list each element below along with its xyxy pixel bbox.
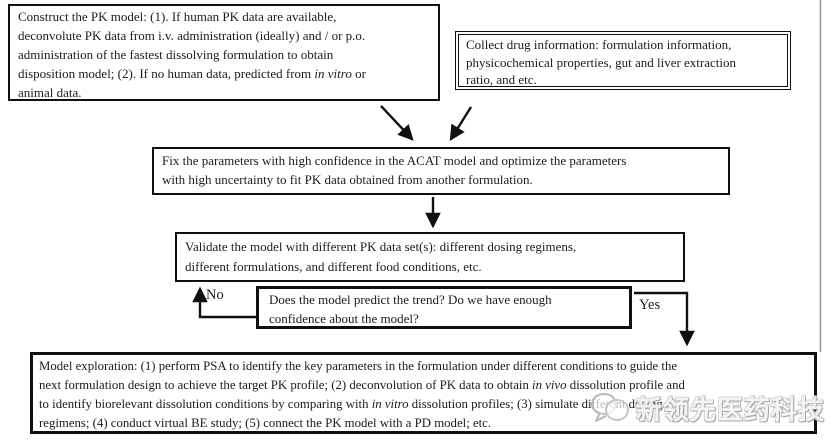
text-line: next formulation design to achieve the t…: [39, 378, 685, 392]
text-line: Construct the PK model: (1). If human PK…: [18, 9, 337, 24]
text-line: Model exploration: (1) perform PSA to id…: [39, 359, 678, 373]
text-line: Does the model predict the trend? Do we …: [269, 292, 552, 307]
text-line: disposition model; (2). If no human data…: [18, 66, 366, 81]
text-line: to identify biorelevant dissolution cond…: [39, 397, 663, 411]
text-line: confidence about the model?: [269, 311, 419, 326]
text-line: physicochemical properties, gut and live…: [466, 54, 737, 70]
text-line: with high uncertainty to fit PK data obt…: [162, 172, 533, 187]
branch-label-yes: Yes: [639, 297, 661, 313]
model-exploration-box: Model exploration: (1) perform PSA to id…: [30, 352, 817, 434]
fix-parameters-box: Fix the parameters with high confidence …: [152, 147, 730, 195]
text-line: deconvolute PK data from i.v. administra…: [18, 28, 366, 43]
text-line: Collect drug information: formulation in…: [466, 37, 732, 52]
text-line: animal data.: [18, 85, 82, 100]
construct-pk-model-box: Construct the PK model: (1). If human PK…: [8, 4, 440, 101]
branch-label-no: No: [206, 287, 224, 303]
text-line: Validate the model with different PK dat…: [185, 239, 577, 254]
text-line: regimens; (4) conduct virtual BE study; …: [39, 416, 492, 430]
arrow-construct-to-fix: [380, 105, 414, 141]
arrow-collect-to-fix: [449, 106, 473, 141]
text-line: Fix the parameters with high confidence …: [162, 153, 627, 168]
validate-model-box: Validate the model with different PK dat…: [175, 232, 685, 282]
collect-drug-information-box: Collect drug information: formulation in…: [455, 31, 791, 90]
text-line: ratio, and etc.: [466, 72, 537, 87]
text-line: administration of the fastest dissolving…: [18, 47, 334, 62]
text-line: different formulations, and different fo…: [185, 259, 482, 274]
decision-box: Does the model predict the trend? Do we …: [256, 286, 632, 329]
